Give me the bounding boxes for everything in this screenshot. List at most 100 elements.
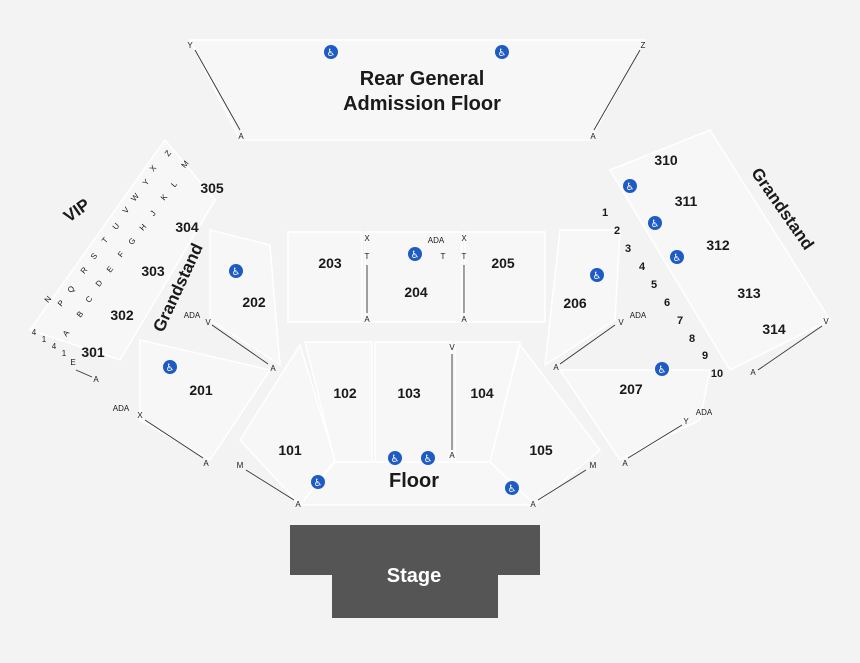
grandstand-row-number: 2 — [614, 225, 620, 237]
aisle-line-314 — [757, 325, 823, 371]
section-label-305: 305 — [200, 180, 224, 196]
svg-text:♿: ♿ — [232, 267, 241, 278]
svg-text:♿: ♿ — [651, 219, 660, 230]
row-label: A — [461, 315, 467, 324]
section-label-202: 202 — [242, 294, 266, 310]
grandstand-row-number: 8 — [689, 333, 695, 345]
section-label-103: 103 — [397, 385, 421, 401]
grandstand-row-numbers: 1 2 3 4 5 6 7 8 9 10 — [602, 207, 723, 380]
vip-row-letter: Q — [66, 284, 77, 295]
section-label-304: 304 — [175, 219, 199, 235]
row-label: A — [295, 500, 301, 509]
section-203[interactable] — [287, 231, 363, 323]
wheelchair-icon: ♿ — [421, 451, 435, 465]
svg-text:♿: ♿ — [498, 48, 507, 59]
wheelchair-icon: ♿ — [163, 360, 177, 374]
section-label-314: 314 — [762, 321, 786, 337]
row-label: A — [93, 375, 99, 384]
row-label: ADA — [428, 236, 445, 245]
section-label-310: 310 — [654, 152, 678, 168]
row-label: X — [461, 234, 467, 243]
section-204[interactable] — [364, 231, 463, 323]
vip-row-letter: C — [84, 294, 95, 304]
row-label: ADA — [696, 408, 713, 417]
row-label: ADA — [184, 311, 201, 320]
vip-row-letter: D — [94, 278, 105, 288]
stage-label: Stage — [387, 565, 441, 587]
row-label: T — [462, 252, 467, 261]
vip-row-letter: K — [159, 192, 170, 202]
svg-text:♿: ♿ — [327, 48, 336, 59]
row-label: X — [364, 234, 370, 243]
row-label: T — [441, 252, 446, 261]
vip-row-letter: B — [75, 309, 85, 319]
vip-row-letter: G — [127, 236, 138, 247]
section-label-205: 205 — [491, 255, 515, 271]
section-label-313: 313 — [737, 285, 761, 301]
row-label: A — [449, 451, 455, 460]
wheelchair-icon: ♿ — [623, 179, 637, 193]
row-label: A — [238, 132, 244, 141]
section-206[interactable] — [544, 229, 621, 367]
aisle-line-207 — [627, 424, 683, 459]
svg-text:♿: ♿ — [314, 478, 323, 489]
wheelchair-icon: ♿ — [590, 268, 604, 282]
section-label-207: 207 — [619, 381, 643, 397]
floor-label: Floor — [389, 470, 439, 492]
svg-text:♿: ♿ — [658, 365, 667, 376]
section-103[interactable] — [374, 341, 453, 463]
section-301-305[interactable] — [28, 138, 216, 361]
vip-row-letter: 4 — [32, 328, 37, 337]
svg-text:♿: ♿ — [424, 454, 433, 465]
section-label-302: 302 — [110, 307, 134, 323]
row-label: ADA — [630, 311, 647, 320]
vip-row-letter: A — [61, 328, 72, 338]
svg-text:♿: ♿ — [166, 363, 175, 374]
vip-row-letter: E — [70, 358, 75, 367]
row-label: T — [365, 252, 370, 261]
vip-row-letter: T — [100, 236, 110, 246]
wheelchair-icon: ♿ — [505, 481, 519, 495]
vip-row-letter: F — [116, 250, 126, 260]
row-label: X — [137, 411, 143, 420]
aisle-line-rear-right — [593, 49, 641, 131]
section-label-303: 303 — [141, 263, 165, 279]
aisle-line-201 — [144, 419, 204, 459]
row-label: Y — [187, 41, 193, 50]
section-label-312: 312 — [706, 237, 730, 253]
wheelchair-icon: ♿ — [311, 475, 325, 489]
section-label-101: 101 — [278, 442, 302, 458]
grandstand-row-number: 6 — [664, 297, 670, 309]
section-310-314[interactable] — [608, 129, 832, 371]
vip-row-letter: E — [105, 264, 115, 274]
svg-text:♿: ♿ — [508, 484, 517, 495]
rear-ga-label-line1: Rear General — [360, 68, 485, 90]
row-label: Z — [641, 41, 646, 50]
section-label-311: 311 — [675, 193, 698, 209]
section-rear-ga[interactable] — [188, 39, 647, 141]
row-label: A — [270, 364, 276, 373]
row-label: M — [590, 461, 597, 470]
grandstand-row-number: 10 — [711, 368, 723, 380]
section-label-206: 206 — [563, 295, 587, 311]
row-label: A — [530, 500, 536, 509]
section-floor[interactable] — [298, 461, 537, 506]
vip-row-letter: X — [148, 163, 159, 173]
vip-row-letter: 1 — [42, 335, 47, 344]
grandstand-row-number: 3 — [625, 243, 631, 255]
row-label: A — [750, 368, 756, 377]
section-label-203: 203 — [318, 255, 342, 271]
vip-row-letter: H — [138, 222, 149, 232]
section-205[interactable] — [464, 231, 546, 323]
row-label: M — [237, 461, 244, 470]
svg-text:♿: ♿ — [673, 253, 682, 264]
svg-text:♿: ♿ — [626, 182, 635, 193]
vip-row-letter: Z — [163, 149, 173, 159]
wheelchair-icon: ♿ — [648, 216, 662, 230]
section-label-104: 104 — [470, 385, 494, 401]
section-202[interactable] — [209, 229, 281, 367]
vip-row-letter: N — [43, 294, 54, 304]
vip-row-letter: W — [129, 191, 141, 203]
svg-text:♿: ♿ — [391, 454, 400, 465]
